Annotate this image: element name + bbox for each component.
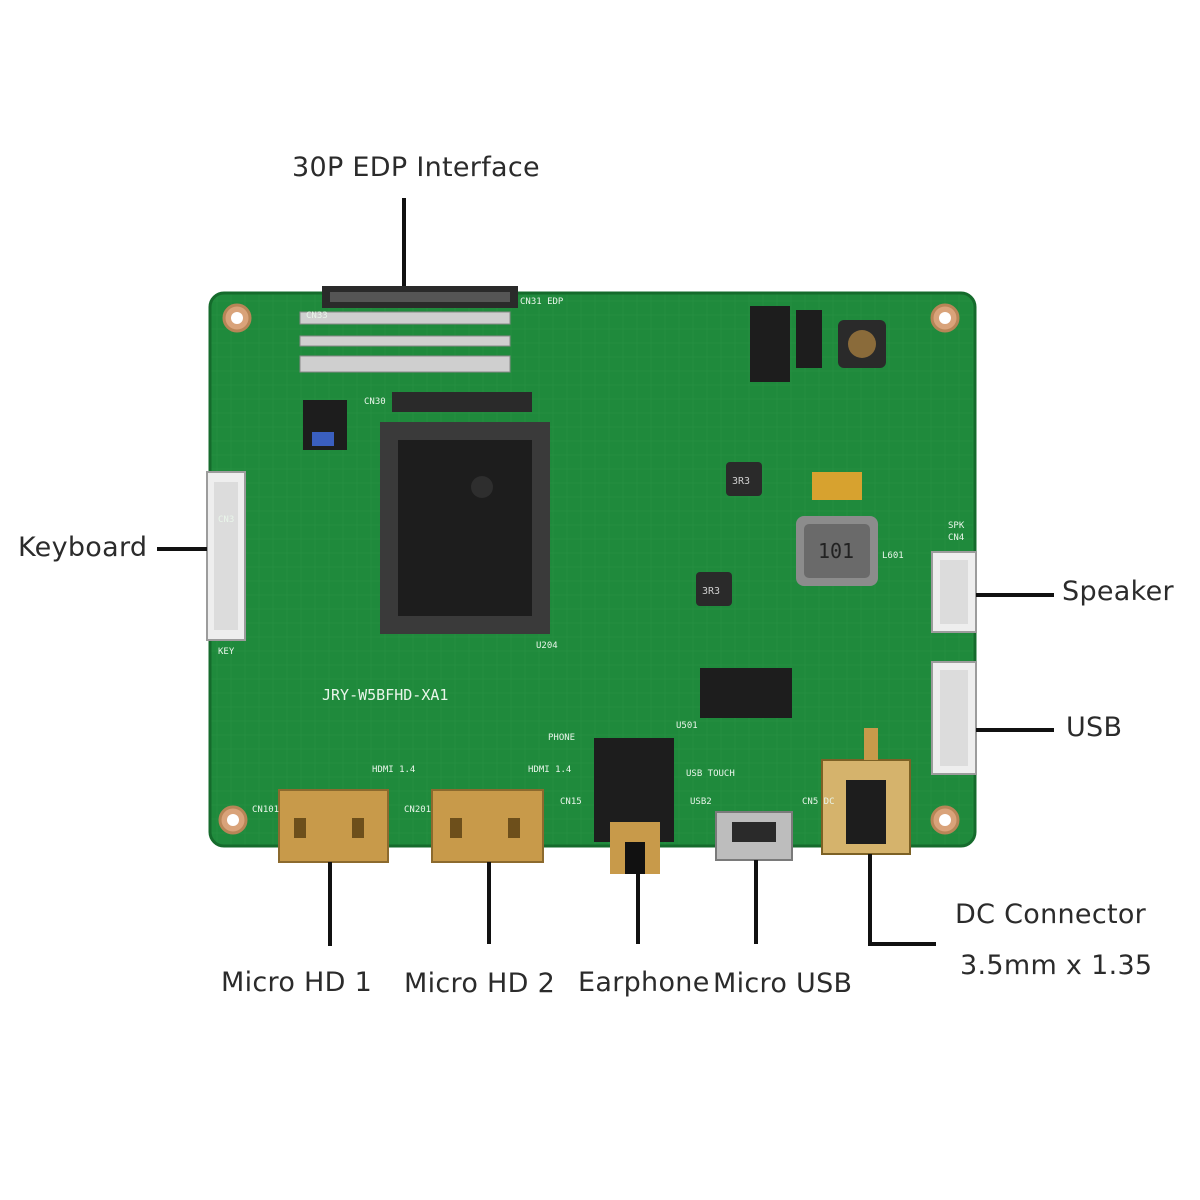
leader-line-micro-hd1	[328, 862, 332, 946]
silk-3r3-a: 3R3	[732, 476, 750, 487]
inductor-101: 101	[796, 516, 878, 586]
silk-key: KEY	[218, 647, 235, 657]
micro-hdmi-1-port	[278, 789, 389, 863]
silk-cn33: CN33	[306, 311, 328, 321]
silk-cn15: CN15	[560, 797, 582, 807]
silk-cn201: CN201	[404, 805, 431, 815]
silk-cn5-dc: CN5 DC	[802, 797, 835, 807]
pin-header-cn30	[392, 392, 532, 412]
micro-hdmi-2-port	[431, 789, 544, 863]
label-micro-usb: Micro USB	[713, 968, 853, 999]
label-earphone: Earphone	[578, 967, 710, 998]
silk-cn30: CN30	[364, 397, 386, 407]
inductor-101-label: 101	[818, 539, 854, 563]
leader-line-usb	[976, 728, 1054, 732]
silk-hdmi-1: HDMI 1.4	[372, 765, 415, 775]
audio-amp-chip	[700, 668, 792, 718]
keyboard-connector	[206, 471, 246, 641]
micro-usb-port	[715, 811, 793, 861]
inductor-top	[838, 320, 886, 368]
speaker-connector	[931, 551, 977, 633]
usb-connector	[931, 661, 977, 775]
silk-cn101: CN101	[252, 805, 279, 815]
label-dc-connector: DC Connector	[955, 899, 1147, 930]
silk-3r3-b: 3R3	[702, 586, 720, 597]
silk-cn4: CN4	[948, 533, 964, 543]
mounting-holes	[218, 303, 960, 835]
leader-line-dc-horizontal	[868, 942, 936, 946]
inductor-3r3-b	[696, 572, 732, 606]
chip-top-right	[750, 306, 790, 382]
silk-edp: CN31 EDP	[520, 297, 564, 307]
silk-cn3: CN3	[218, 515, 234, 525]
leader-line-micro-usb	[754, 860, 758, 944]
edp-connector	[299, 286, 518, 373]
label-usb: USB	[1066, 712, 1123, 743]
label-edp-interface: 30P EDP Interface	[292, 152, 540, 183]
silk-u501: U501	[676, 721, 698, 731]
silk-usb-touch: USB TOUCH	[686, 769, 735, 779]
inductor-3r3-a	[726, 462, 762, 496]
leader-line-keyboard	[157, 547, 207, 551]
label-keyboard: Keyboard	[18, 532, 148, 563]
silk-model: JRY-W5BFHD-XA1	[322, 686, 448, 704]
silk-hdmi-2: HDMI 1.4	[528, 765, 571, 775]
label-dc-size: 3.5mm x 1.35	[960, 950, 1153, 981]
leader-line-dc-vertical	[868, 854, 872, 946]
leader-line-earphone	[636, 874, 640, 944]
silk-usb2: USB2	[690, 797, 712, 807]
earphone-jack	[594, 738, 674, 874]
leader-line-speaker	[976, 593, 1054, 597]
label-micro-hd1: Micro HD 1	[221, 967, 373, 998]
silk-spk: SPK	[948, 521, 965, 531]
chip-small-right	[796, 310, 822, 368]
silk-l601: L601	[882, 551, 904, 561]
label-micro-hd2: Micro HD 2	[404, 968, 556, 999]
silk-phone: PHONE	[548, 733, 575, 743]
tantalum-capacitor	[812, 472, 862, 500]
label-speaker: Speaker	[1062, 576, 1174, 607]
dc-jack	[821, 728, 911, 855]
leader-line-edp	[402, 198, 406, 286]
main-processor-chip	[380, 422, 550, 634]
silk-u204: U204	[536, 641, 558, 651]
leader-line-micro-hd2	[487, 862, 491, 944]
